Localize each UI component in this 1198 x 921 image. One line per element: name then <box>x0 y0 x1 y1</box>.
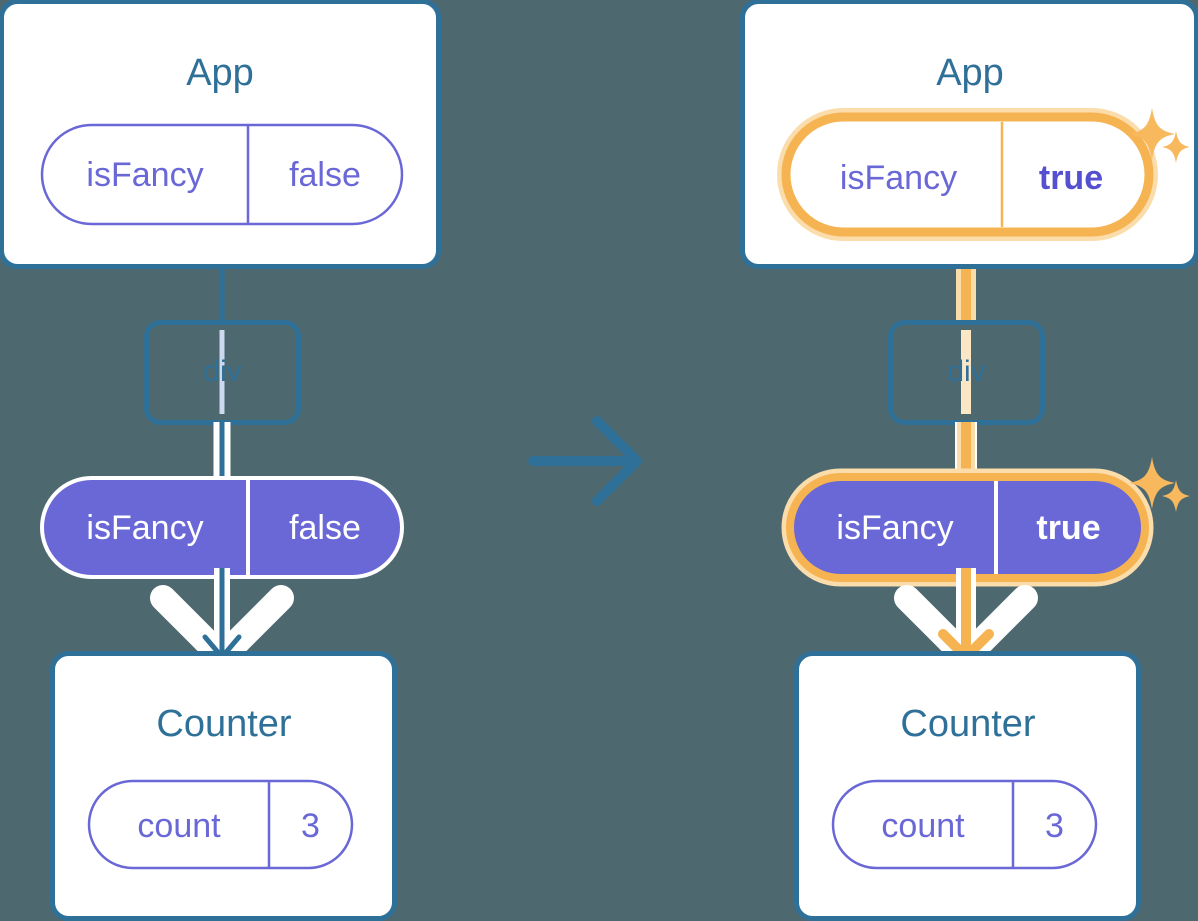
transition-arrow <box>528 416 642 506</box>
left-app-pill <box>40 123 404 226</box>
sparkle-small-top-icon <box>1162 131 1190 163</box>
left-div-box <box>144 320 301 425</box>
sparkle-large-bottom-icon <box>1129 457 1175 509</box>
right-prop-pill-ring <box>786 473 1149 582</box>
left-prop-pill <box>40 476 404 579</box>
sparkle-small-bottom-icon <box>1162 480 1190 512</box>
right-counter-pill <box>831 779 1098 870</box>
right-app-pill-ring <box>781 112 1154 237</box>
left-counter-pill <box>87 779 354 870</box>
sparkle-large-top-icon <box>1129 108 1175 160</box>
